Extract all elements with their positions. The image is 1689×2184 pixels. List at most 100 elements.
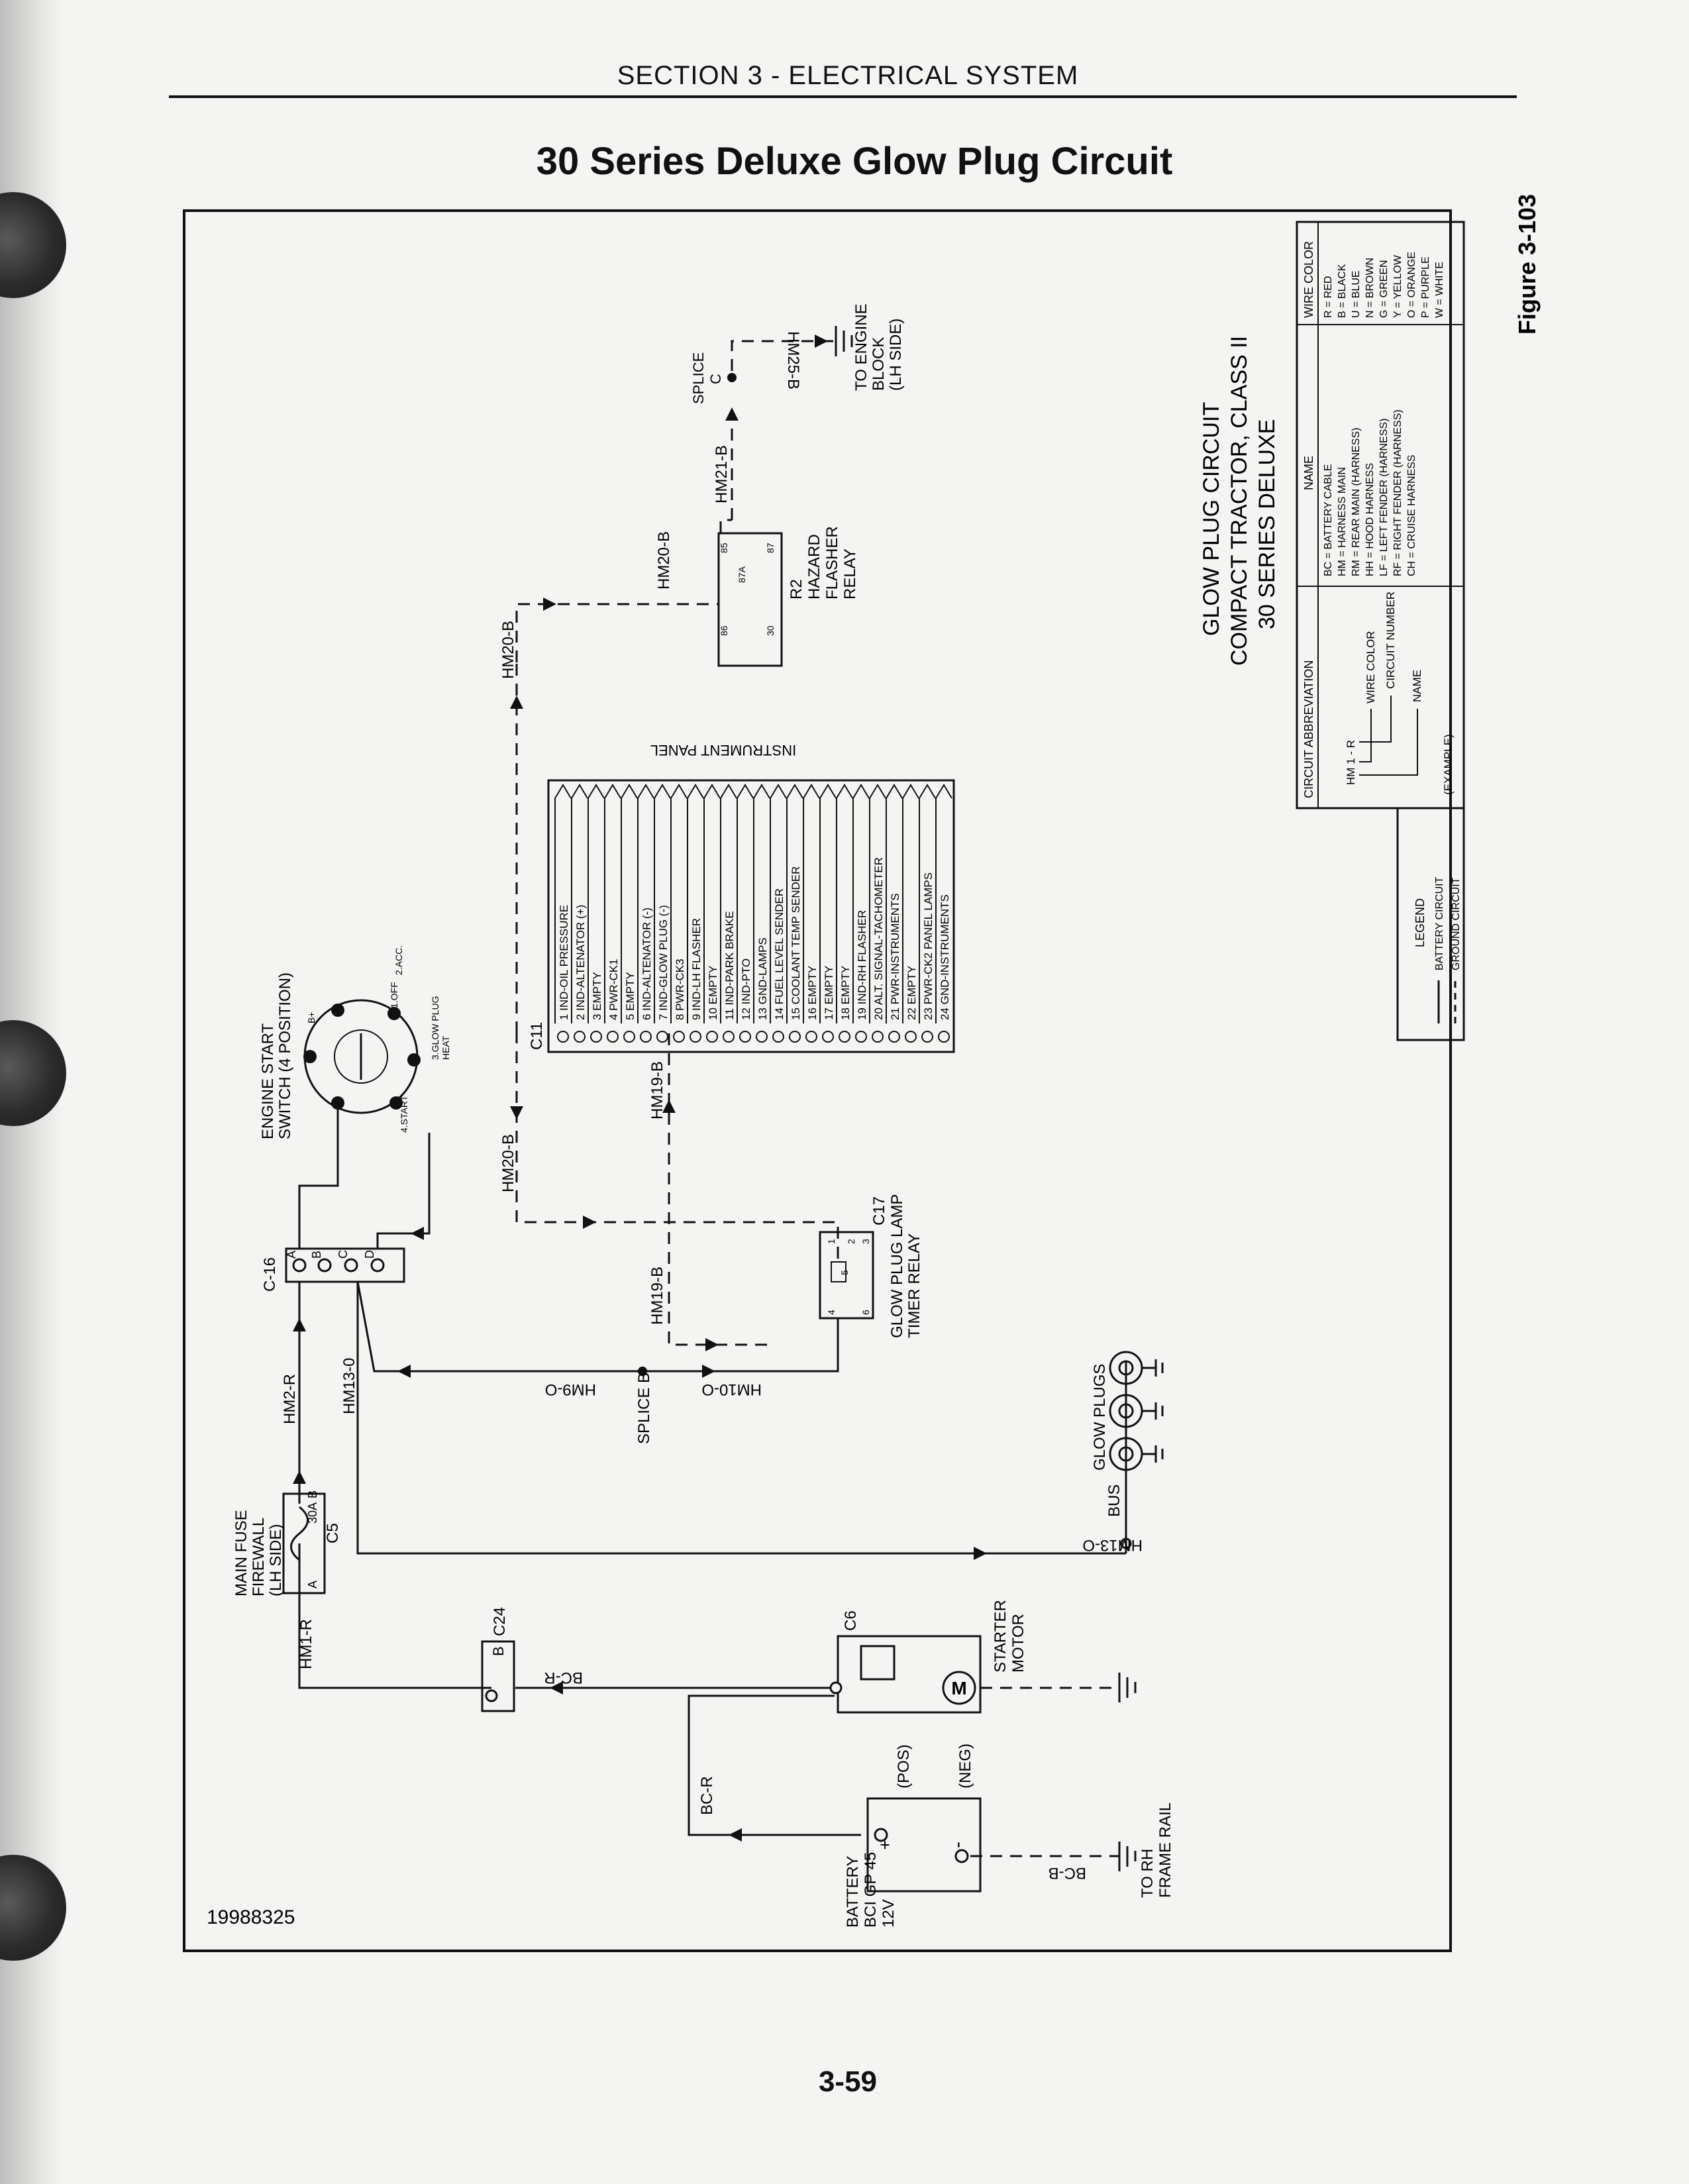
- fuse-pin-b: B: [306, 1490, 319, 1498]
- instrument-pin-label: 23 PWR-CK2 PANEL LAMPS: [922, 872, 935, 1020]
- instrument-pin-slot: [703, 784, 721, 1023]
- instrument-pin-slot: [770, 784, 787, 1023]
- bus-label: BUS: [1105, 1484, 1123, 1517]
- splice-c-label: SPLICE C: [690, 352, 724, 404]
- instrument-pin-slot: [852, 784, 870, 1023]
- svg-text:ENGINE START: ENGINE START: [259, 1023, 277, 1139]
- battery-pos-sign: +: [875, 1840, 895, 1849]
- svg-text:GLOW PLUG CIRCUIT: GLOW PLUG CIRCUIT: [1199, 402, 1224, 636]
- instrument-pin: [557, 1031, 569, 1043]
- wire-hm25b: [731, 340, 835, 371]
- instrument-pin-label: 8 PWR-CK3: [674, 959, 686, 1020]
- instrument-pin: [690, 1031, 701, 1043]
- splice-b-label: SPLICE B: [635, 1373, 653, 1444]
- battery-pos-label: (POS): [895, 1744, 913, 1789]
- instrument-pin-slot: [621, 784, 638, 1023]
- instrument-pin-slot: [753, 784, 770, 1023]
- svg-text:30: 30: [765, 625, 776, 636]
- svg-text:(LH SIDE): (LH SIDE): [887, 319, 905, 391]
- instrument-pin-label: 7 IND-GLOW PLUG (-): [657, 905, 670, 1020]
- key-table-headers: WIRE COLOR NAME CIRCUIT ABBREVIATION: [1302, 241, 1315, 798]
- svg-text:GLOW PLUG LAMP: GLOW PLUG LAMP: [888, 1194, 906, 1338]
- starter-connector-label: C6: [842, 1610, 860, 1631]
- instrument-pin: [756, 1031, 768, 1043]
- starter-solenoid: [860, 1645, 896, 1681]
- battery-neg-sign: -: [947, 1842, 968, 1848]
- svg-text:TO RH: TO RH: [1139, 1849, 1156, 1898]
- svg-text:HM19-B: HM19-B: [648, 1267, 666, 1325]
- wire-hm19b: [668, 1033, 775, 1346]
- instrument-pin: [607, 1031, 619, 1043]
- c16-connector: [285, 1247, 405, 1283]
- page-number: 3-59: [818, 2065, 878, 2098]
- svg-text:SWITCH (4 POSITION): SWITCH (4 POSITION): [276, 972, 294, 1139]
- hazard-relay-label: R2 HAZARD FLASHER RELAY: [788, 526, 859, 599]
- starter-ground-icon: [1118, 1673, 1137, 1702]
- svg-text:HM9-O: HM9-O: [545, 1380, 596, 1398]
- drawing-number: 19988325: [207, 1906, 295, 1928]
- svg-text:4: 4: [826, 1310, 837, 1315]
- starter-label: STARTER MOTOR: [992, 1600, 1027, 1673]
- hazard-flasher-relay: [717, 532, 783, 667]
- wire-color-entry: W = WHITE: [1434, 262, 1445, 318]
- instrument-pin-slot: [720, 784, 737, 1023]
- instrument-pin-label: 10 EMPTY: [707, 966, 719, 1020]
- switch-position-labels: 1.OFF 2.ACC. 3.GLOW PLUG HEAT 4.START B+: [306, 945, 451, 1133]
- svg-text:86: 86: [719, 625, 729, 636]
- svg-text:SPLICE: SPLICE: [690, 352, 707, 404]
- instrument-pin-slot: [836, 784, 853, 1023]
- bus-terminal: [1120, 1537, 1132, 1549]
- instrument-pin: [805, 1031, 817, 1043]
- wire-color-entry: N = BROWN: [1364, 258, 1376, 318]
- wire-color-entry: R = RED: [1323, 276, 1334, 318]
- timer-relay: [819, 1231, 874, 1320]
- instrument-pin: [623, 1031, 635, 1043]
- svg-text:R2: R2: [788, 579, 805, 599]
- instrument-pin: [673, 1031, 685, 1043]
- instrument-pin: [822, 1031, 834, 1043]
- instrument-pin-label: 1 IND-OIL PRESSURE: [558, 905, 570, 1020]
- instrument-panel-label: INSTRUMENT PANEL: [650, 742, 796, 758]
- instrument-pin: [574, 1031, 586, 1043]
- svg-text:4.START: 4.START: [399, 1095, 409, 1133]
- svg-text:HEAT: HEAT: [440, 1035, 451, 1060]
- abbreviation-name-entry: HM = HARNESS MAIN: [1337, 467, 1348, 576]
- wire-color-entry: P = PURPLE: [1420, 256, 1431, 318]
- svg-text:BC-R: BC-R: [698, 1776, 716, 1815]
- key-table-example: HM 1 - R WIRE COLOR CIRCUIT NUMBER NAME …: [1345, 592, 1455, 795]
- engine-block-ground-icon: [835, 326, 853, 356]
- instrument-pin-label: 9 IND-LH FLASHER: [690, 918, 703, 1020]
- frame-rail-ground-icon: [1118, 1842, 1137, 1871]
- c24-connector: [481, 1640, 515, 1712]
- svg-text:HM13-O: HM13-O: [1082, 1536, 1143, 1554]
- splice-b: [638, 1367, 647, 1376]
- header-rule: [169, 95, 1517, 98]
- instrument-pin: [839, 1031, 850, 1043]
- svg-text:(EXAMPLE): (EXAMPLE): [1442, 734, 1455, 795]
- battery-label: BATTERY BCI GP 45 12V: [844, 1852, 897, 1928]
- svg-text:12V: 12V: [880, 1899, 897, 1928]
- svg-text:BC-B: BC-B: [1049, 1864, 1086, 1882]
- svg-text:HM10-O: HM10-O: [701, 1380, 762, 1398]
- main-fuse: [282, 1492, 326, 1594]
- instrument-pin-label: 11 IND-PARK BRAKE: [723, 911, 736, 1020]
- svg-text:HM25-B: HM25-B: [784, 331, 802, 390]
- svg-text:B+: B+: [306, 1012, 317, 1023]
- main-fuse-label: MAIN FUSE FIREWALL (LH SIDE): [232, 1510, 285, 1596]
- svg-text:HM21-B: HM21-B: [713, 445, 731, 503]
- wire-bcr-left: [688, 1694, 861, 1836]
- instrument-pin: [855, 1031, 867, 1043]
- battery-neg-terminal: [954, 1849, 969, 1863]
- abbreviation-name-entry: HH = HOOD HARNESS: [1364, 463, 1376, 576]
- c16-pin-labels: A B C D: [285, 1250, 376, 1259]
- instrument-panel: [547, 779, 955, 1053]
- instrument-pin-label: 17 EMPTY: [823, 966, 835, 1020]
- svg-text:HM 1 - R: HM 1 - R: [1345, 740, 1357, 785]
- svg-text:NAME: NAME: [1411, 670, 1423, 702]
- circuit-title: GLOW PLUG CIRCUIT COMPACT TRACTOR, CLASS…: [1199, 336, 1280, 666]
- svg-text:HM19-B: HM19-B: [648, 1061, 666, 1119]
- svg-text:1.OFF: 1.OFF: [389, 982, 399, 1008]
- instrument-pin-slot: [869, 784, 886, 1023]
